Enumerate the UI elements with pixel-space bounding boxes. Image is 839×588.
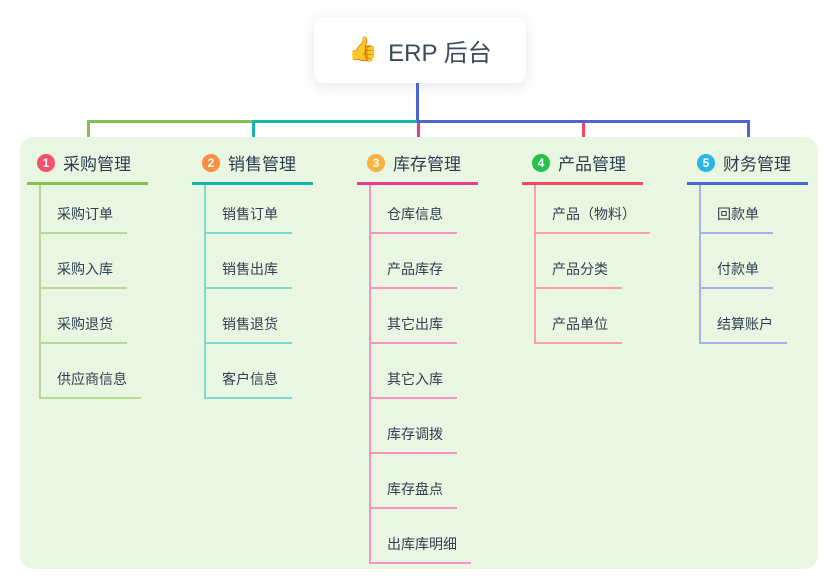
child-node[interactable]: 产品分类 xyxy=(536,234,622,289)
child-node[interactable]: 供应商信息 xyxy=(41,344,141,399)
branch-title: 产品管理 xyxy=(558,155,626,174)
root-connector xyxy=(416,83,419,123)
child-node[interactable]: 回款单 xyxy=(701,185,773,234)
child-node[interactable]: 出库库明细 xyxy=(371,509,471,564)
trunk-segment-1 xyxy=(87,120,255,123)
child-node[interactable]: 库存盘点 xyxy=(371,454,457,509)
child-node[interactable]: 客户信息 xyxy=(206,344,292,399)
branch-drop-3 xyxy=(417,123,420,146)
branch-drop-4 xyxy=(582,123,585,146)
branch-children: 回款单付款单结算账户 xyxy=(699,185,837,344)
branch-header-2[interactable]: 2 销售管理 xyxy=(192,150,313,185)
thumbs-up-icon: 👍 xyxy=(348,36,379,63)
root-node-label: ERP 后台 xyxy=(388,39,492,67)
child-node[interactable]: 付款单 xyxy=(701,234,773,289)
branch-number-badge: 5 xyxy=(697,153,715,172)
branch-children: 采购订单采购入库采购退货供应商信息 xyxy=(39,185,177,399)
branch-column-4: 4 产品管理 产品（物料）产品分类产品单位 xyxy=(522,150,672,344)
branch-header-3[interactable]: 3 库存管理 xyxy=(357,150,478,185)
child-node[interactable]: 销售退货 xyxy=(206,289,292,344)
branch-drop-2 xyxy=(252,123,255,146)
child-node[interactable]: 其它入库 xyxy=(371,344,457,399)
child-node[interactable]: 销售订单 xyxy=(206,185,292,234)
child-node[interactable]: 库存调拨 xyxy=(371,399,457,454)
child-node[interactable]: 结算账户 xyxy=(701,289,787,344)
branch-children: 销售订单销售出库销售退货客户信息 xyxy=(204,185,342,399)
branch-column-2: 2 销售管理 销售订单销售出库销售退货客户信息 xyxy=(192,150,342,399)
trunk-segment-2 xyxy=(252,120,420,123)
child-node[interactable]: 产品库存 xyxy=(371,234,457,289)
branch-header-1[interactable]: 1 采购管理 xyxy=(27,150,148,185)
branch-column-5: 5 财务管理 回款单付款单结算账户 xyxy=(687,150,837,344)
branch-title: 销售管理 xyxy=(228,155,296,174)
child-node[interactable]: 采购退货 xyxy=(41,289,127,344)
child-node[interactable]: 销售出库 xyxy=(206,234,292,289)
child-node[interactable]: 采购入库 xyxy=(41,234,127,289)
child-node[interactable]: 采购订单 xyxy=(41,185,127,234)
branch-title: 采购管理 xyxy=(63,155,131,174)
child-node[interactable]: 仓库信息 xyxy=(371,185,457,234)
branch-drop-1 xyxy=(87,123,90,146)
root-node[interactable]: 👍 ERP 后台 xyxy=(314,17,526,83)
branch-column-1: 1 采购管理 采购订单采购入库采购退货供应商信息 xyxy=(27,150,177,399)
branch-number-badge: 1 xyxy=(37,153,55,172)
child-node[interactable]: 其它出库 xyxy=(371,289,457,344)
trunk-segment-3 xyxy=(417,120,750,123)
child-node[interactable]: 产品（物料） xyxy=(536,185,650,234)
branch-number-badge: 4 xyxy=(532,153,550,172)
branch-title: 库存管理 xyxy=(393,155,461,174)
branch-children: 仓库信息产品库存其它出库其它入库库存调拨库存盘点出库库明细 xyxy=(369,185,507,564)
branch-number-badge: 3 xyxy=(367,153,385,172)
child-node[interactable]: 产品单位 xyxy=(536,289,622,344)
branch-drop-5 xyxy=(747,123,750,146)
branch-header-5[interactable]: 5 财务管理 xyxy=(687,150,808,185)
branch-title: 财务管理 xyxy=(723,155,791,174)
branch-header-4[interactable]: 4 产品管理 xyxy=(522,150,643,185)
mindmap-panel xyxy=(20,137,818,569)
branch-children: 产品（物料）产品分类产品单位 xyxy=(534,185,672,344)
branch-number-badge: 2 xyxy=(202,153,220,172)
branch-column-3: 3 库存管理 仓库信息产品库存其它出库其它入库库存调拨库存盘点出库库明细 xyxy=(357,150,507,564)
